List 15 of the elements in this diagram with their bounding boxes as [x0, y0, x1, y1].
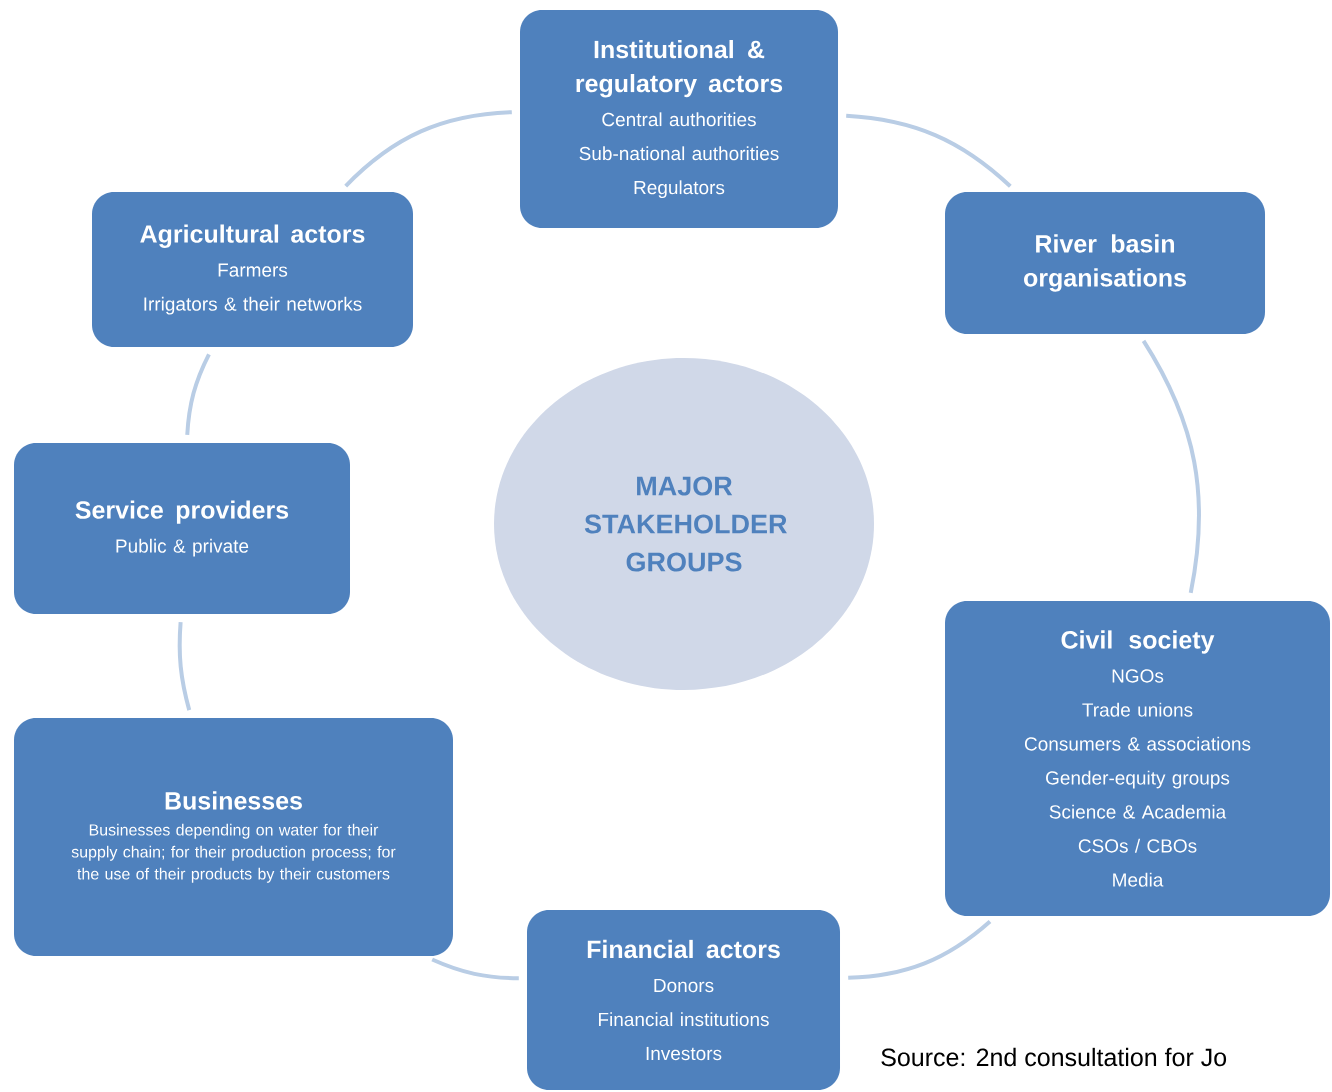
connector-arc: [848, 920, 992, 980]
connector-arc: [185, 353, 211, 435]
group-box: Institutional & regulatory actors Central authorities Sub-national authorities Regulators: [520, 10, 838, 228]
connector-arc: [846, 113, 1012, 188]
group-box: Financial actors Donors Financial institutions Investors: [527, 910, 840, 1090]
group-box: Civil society NGOs Trade unions Consumers & associations Gender-equity groups Science & Academia CSOs / CBOs Media: [945, 601, 1330, 916]
group-box: Service providers Public & private: [14, 443, 350, 614]
group-box: River basin organisations: [945, 192, 1265, 334]
connector-arc: [177, 622, 192, 711]
group-box: Agricultural actors Farmers Irrigators & their networks: [92, 192, 413, 347]
source-note: Source: 2nd consultation for Jo: [881, 1047, 1227, 1067]
connector-arc: [1141, 339, 1201, 594]
connector-arc: [344, 110, 512, 188]
connector-arc: [431, 957, 519, 981]
group-box: Businesses Businesses depending on water for their supply chain; for their production process; for the use of their products by their customers: [14, 718, 453, 956]
